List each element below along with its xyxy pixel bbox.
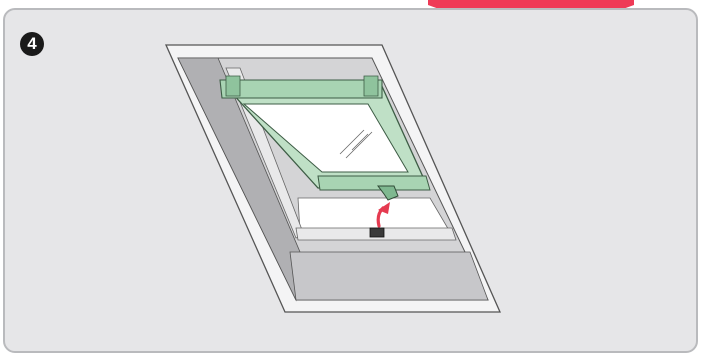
lower-opening (298, 198, 450, 232)
bottom-catch-icon (370, 228, 384, 237)
sash-hinge-right (364, 76, 378, 96)
bottom-sill (290, 252, 488, 300)
sash-hinge-left (226, 76, 240, 96)
sash-bottom-rail (318, 176, 430, 190)
sash-top-bar (220, 80, 382, 98)
